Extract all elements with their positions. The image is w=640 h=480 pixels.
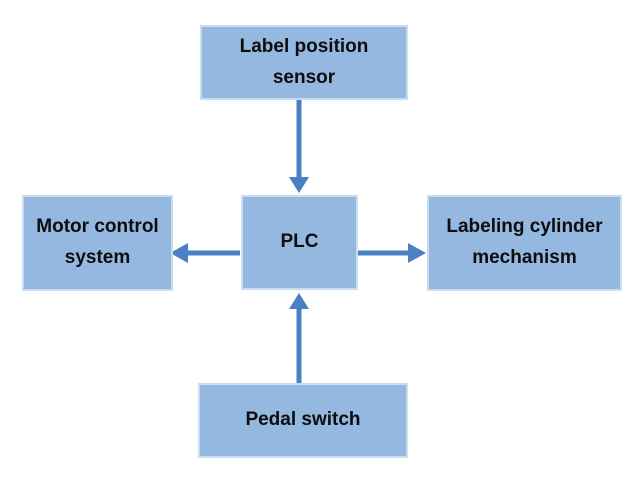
arrow-plc-to-motor-icon [170,243,240,263]
node-motor-control-system-label: Motor control system [36,216,159,268]
arrow-sensor-to-plc-icon [289,100,309,193]
node-labeling-cylinder-mechanism-label: Labeling cylinder mechanism [446,216,603,268]
node-plc: PLC [241,195,358,290]
node-pedal-switch: Pedal switch [198,383,408,458]
node-motor-control-system: Motor control system [22,195,173,291]
node-label-position-sensor-label: Label position sensor [239,35,369,88]
node-pedal-switch-label: Pedal switch [245,409,361,431]
node-label-position-sensor: Label position sensor [200,25,408,100]
arrow-pedal-to-plc-icon [289,293,309,385]
arrow-plc-to-cylinder-icon [358,243,426,263]
node-plc-label: PLC [280,231,319,253]
node-labeling-cylinder-mechanism: Labeling cylinder mechanism [427,195,622,291]
